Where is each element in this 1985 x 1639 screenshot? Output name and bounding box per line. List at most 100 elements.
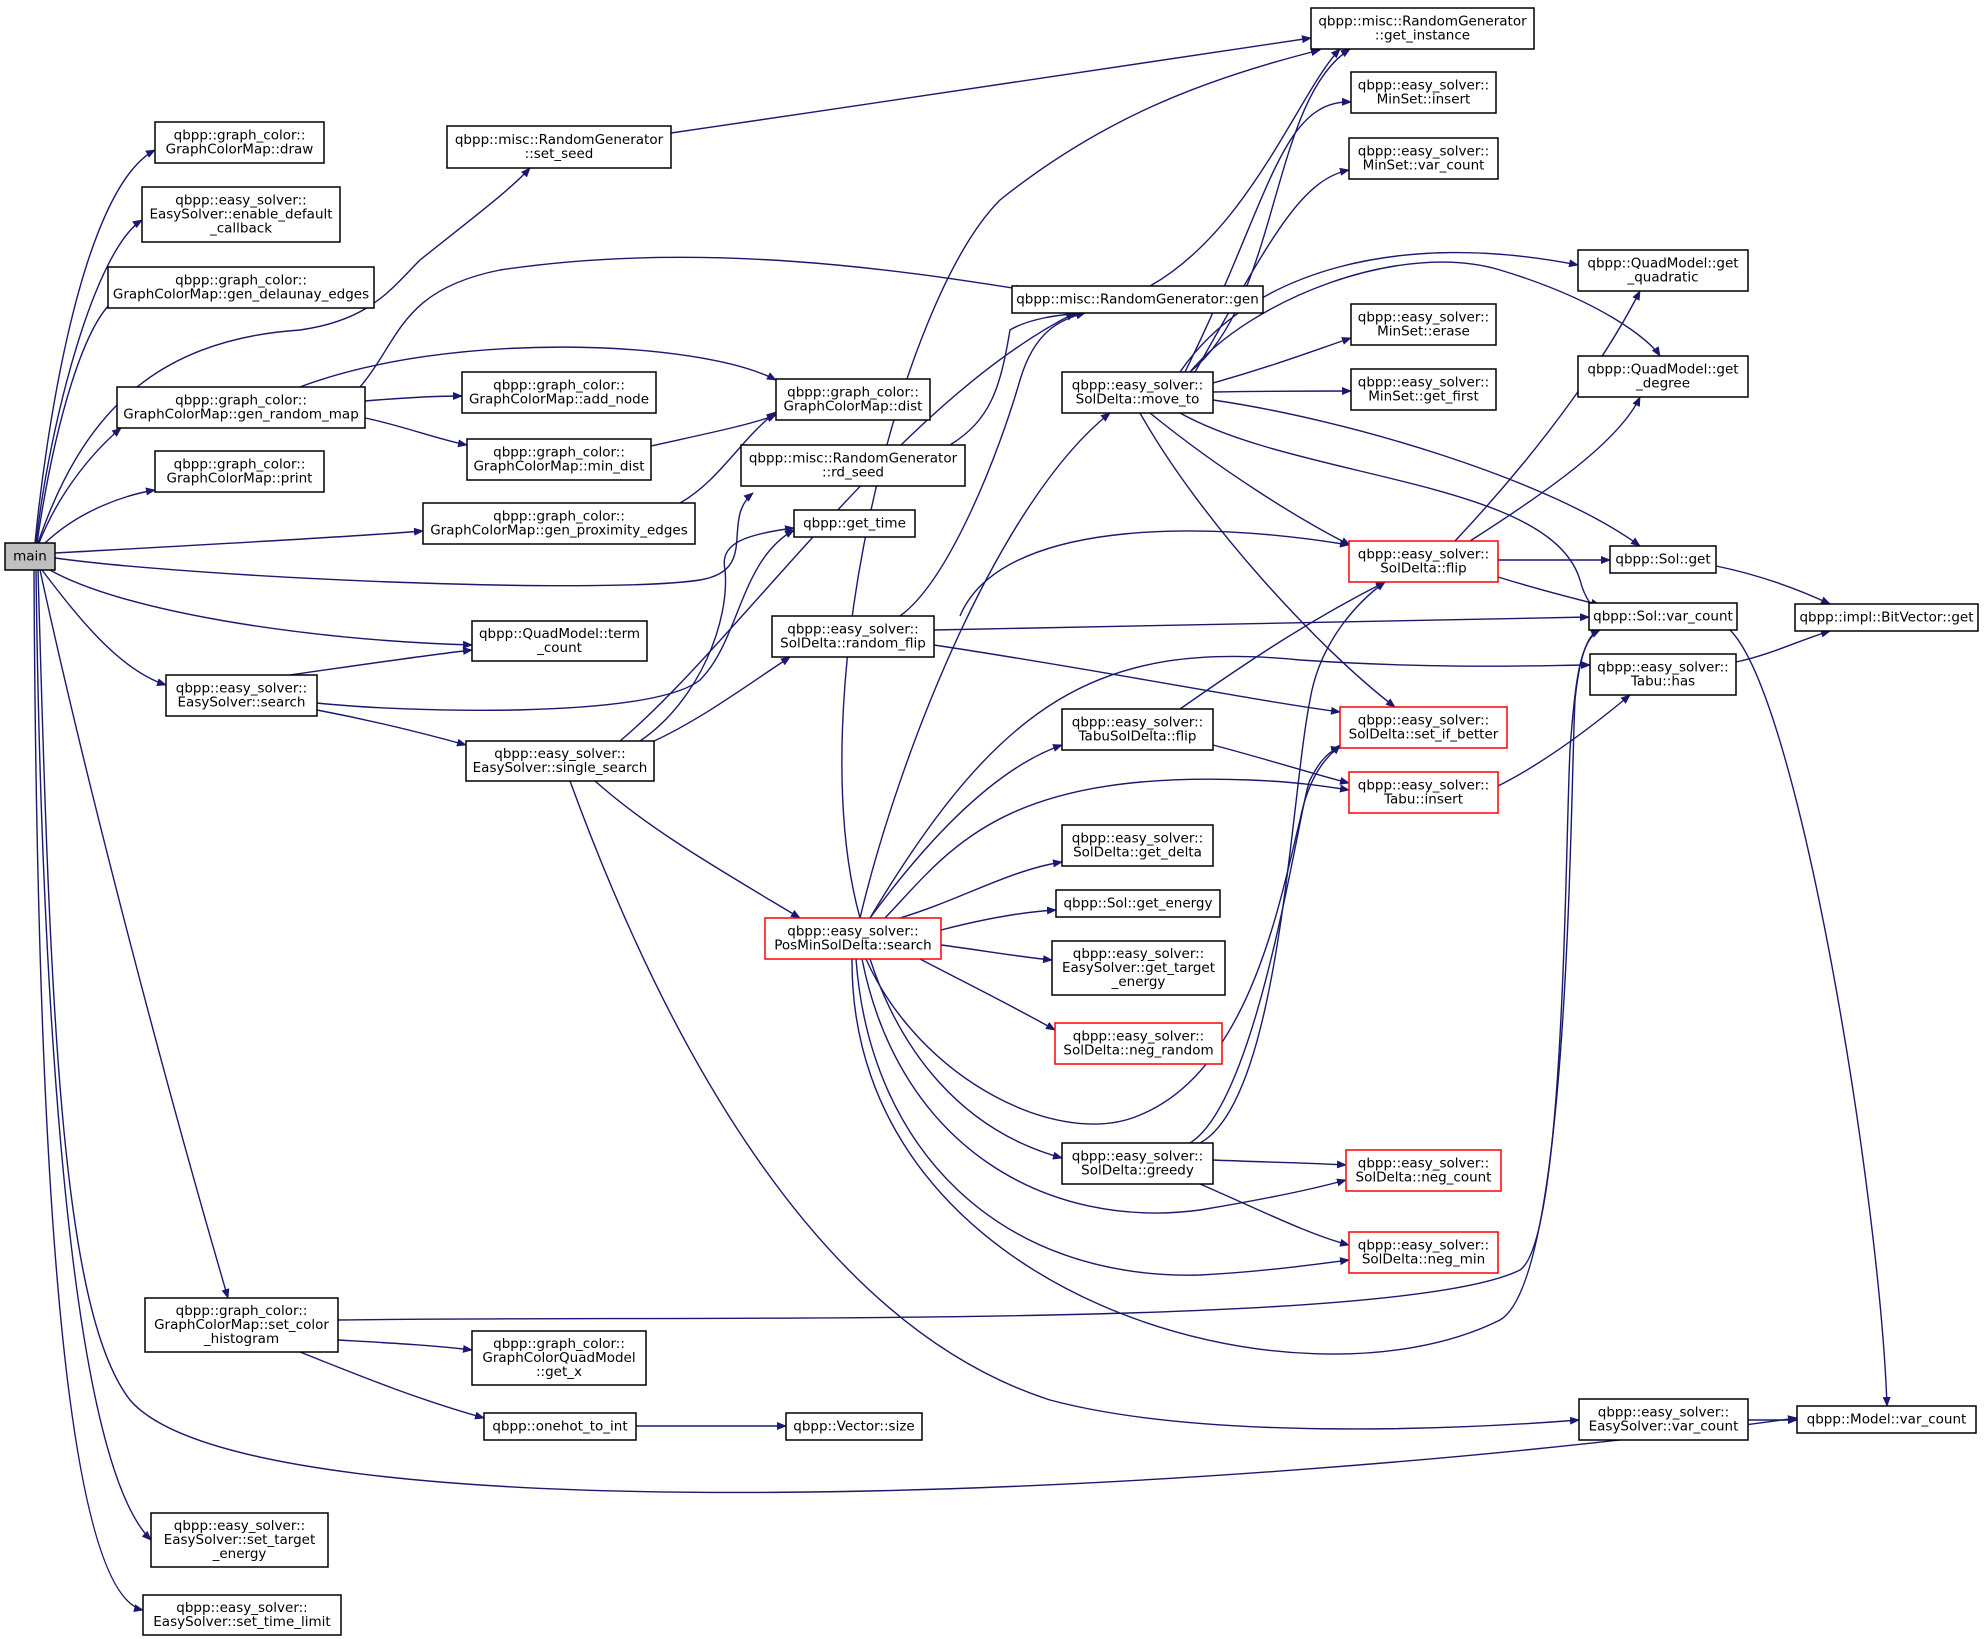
node-rg-gen[interactable]: qbpp::misc::RandomGenerator::gen bbox=[1011, 285, 1264, 314]
node-model-varcount[interactable]: qbpp::Model::var_count bbox=[1796, 1405, 1977, 1434]
edge-set_hist-to-get_x bbox=[337, 1339, 473, 1353]
node-tabu-has[interactable]: qbpp::easy_solver::Tabu::has bbox=[1589, 653, 1737, 696]
node-gen-random-map[interactable]: qbpp::graph_color::GraphColorMap::gen_ra… bbox=[116, 386, 366, 429]
node-set-target[interactable]: qbpp::easy_solver::EasySolver::set_targe… bbox=[150, 1512, 329, 1568]
node-box bbox=[1796, 1405, 1977, 1434]
node-es-search[interactable]: qbpp::easy_solver::EasySolver::search bbox=[165, 674, 318, 717]
node-label-line: qbpp::QuadModel::get bbox=[1587, 362, 1738, 378]
node-get-energy[interactable]: qbpp::Sol::get_energy bbox=[1055, 889, 1221, 918]
node-single-search[interactable]: qbpp::easy_solver::EasySolver::single_se… bbox=[465, 740, 655, 782]
node-sol-get[interactable]: qbpp::Sol::get bbox=[1609, 545, 1717, 574]
node-label-line: qbpp::misc::RandomGenerator bbox=[1318, 14, 1527, 30]
edge-posmin-to-tabu_insert bbox=[884, 778, 1350, 919]
node-box bbox=[1061, 824, 1214, 867]
node-label-line: TabuSolDelta::flip bbox=[1078, 729, 1197, 745]
node-label-line: GraphColorMap::draw bbox=[166, 142, 314, 158]
node-label-line: _histogram bbox=[203, 1331, 279, 1347]
node-neg-random[interactable]: qbpp::easy_solver::SolDelta::neg_random bbox=[1054, 1022, 1223, 1065]
edge-greedy-to-sd_flip bbox=[1199, 581, 1386, 1144]
node-box bbox=[793, 509, 916, 538]
edge-min_dist-to-dist bbox=[650, 414, 777, 447]
edge-main-to-set_hist bbox=[39, 569, 230, 1299]
node-box bbox=[1011, 285, 1264, 314]
node-label-line: qbpp::easy_solver:: bbox=[1358, 310, 1489, 326]
node-box bbox=[116, 386, 366, 429]
node-box bbox=[1310, 7, 1535, 50]
node-label-line: qbpp::easy_solver:: bbox=[1598, 1405, 1729, 1421]
node-min-dist[interactable]: qbpp::graph_color::GraphColorMap::min_di… bbox=[466, 438, 652, 481]
node-neg-count[interactable]: qbpp::easy_solver::SolDelta::neg_count bbox=[1345, 1149, 1502, 1192]
node-label-line: ::set_seed bbox=[525, 146, 594, 162]
node-box bbox=[466, 438, 652, 481]
node-get-instance[interactable]: qbpp::misc::RandomGenerator::get_instanc… bbox=[1310, 7, 1535, 50]
node-label-line: qbpp::graph_color:: bbox=[175, 393, 307, 409]
node-get-delta[interactable]: qbpp::easy_solver::SolDelta::get_delta bbox=[1061, 824, 1214, 867]
node-minset-varcount[interactable]: qbpp::easy_solver::MinSet::var_count bbox=[1348, 137, 1499, 180]
edge-main-to-set_time bbox=[33, 569, 144, 1612]
node-sol-varcount[interactable]: qbpp::Sol::var_count bbox=[1588, 602, 1738, 631]
node-label-line: GraphColorMap::gen_delaunay_edges bbox=[113, 287, 369, 303]
node-add-node[interactable]: qbpp::graph_color::GraphColorMap::add_no… bbox=[461, 371, 657, 414]
edge-sd_flip-to-get_quadratic bbox=[1454, 290, 1641, 542]
node-label-line: qbpp::Vector::size bbox=[793, 1419, 914, 1435]
node-tabu-insert[interactable]: qbpp::easy_solver::Tabu::insert bbox=[1348, 771, 1499, 814]
node-greedy[interactable]: qbpp::easy_solver::SolDelta::greedy bbox=[1061, 1142, 1214, 1185]
node-minset-insert[interactable]: qbpp::easy_solver::MinSet::insert bbox=[1350, 71, 1497, 114]
node-get-quadratic[interactable]: qbpp::QuadModel::get_quadratic bbox=[1577, 249, 1749, 292]
node-label-line: EasySolver::single_search bbox=[473, 760, 648, 776]
node-set-if-better[interactable]: qbpp::easy_solver::SolDelta::set_if_bett… bbox=[1339, 706, 1508, 749]
node-term-count[interactable]: qbpp::QuadModel::term_count bbox=[471, 620, 648, 662]
node-set-hist[interactable]: qbpp::graph_color::GraphColorMap::set_co… bbox=[144, 1297, 339, 1353]
edge-posmin-to-get_energy bbox=[940, 906, 1057, 931]
node-minset-erase[interactable]: qbpp::easy_solver::MinSet::erase bbox=[1350, 303, 1497, 346]
node-move-to[interactable]: qbpp::easy_solver::SolDelta::move_to bbox=[1061, 371, 1214, 414]
node-rd-seed[interactable]: qbpp::misc::RandomGenerator::rd_seed bbox=[740, 444, 966, 487]
node-prox[interactable]: qbpp::graph_color::GraphColorMap::gen_pr… bbox=[422, 502, 696, 545]
node-get-time[interactable]: qbpp::get_time bbox=[793, 509, 916, 538]
node-sd-flip[interactable]: qbpp::easy_solver::SolDelta::flip bbox=[1348, 540, 1499, 583]
node-label-line: GraphColorMap::print bbox=[167, 471, 313, 487]
node-main[interactable]: main bbox=[4, 542, 56, 571]
node-box bbox=[1345, 1149, 1502, 1192]
edge-move_to-to-sd_flip bbox=[1149, 412, 1351, 546]
node-get-x[interactable]: qbpp::graph_color::GraphColorQuadModel::… bbox=[471, 1330, 647, 1386]
node-set-seed[interactable]: qbpp::misc::RandomGenerator::set_seed bbox=[446, 125, 672, 169]
node-vec-size[interactable]: qbpp::Vector::size bbox=[785, 1412, 923, 1441]
node-box bbox=[1051, 940, 1226, 996]
node-draw[interactable]: qbpp::graph_color::GraphColorMap::draw bbox=[154, 121, 325, 164]
edge-move_to-to-get_degree bbox=[1189, 261, 1661, 373]
node-es-varcount[interactable]: qbpp::easy_solver::EasySolver::var_count bbox=[1578, 1398, 1749, 1441]
node-label-line: qbpp::easy_solver:: bbox=[1358, 778, 1489, 794]
node-dist[interactable]: qbpp::graph_color::GraphColorMap::dist bbox=[775, 378, 931, 421]
edge-move_to-to-sol_get bbox=[1212, 399, 1641, 547]
node-get-target[interactable]: qbpp::easy_solver::EasySolver::get_targe… bbox=[1051, 940, 1226, 996]
edge-random_flip-to-sol_varcount bbox=[933, 613, 1590, 631]
node-label-line: qbpp::graph_color:: bbox=[493, 1336, 625, 1352]
node-neg-min[interactable]: qbpp::easy_solver::SolDelta::neg_min bbox=[1348, 1231, 1499, 1274]
node-random-flip[interactable]: qbpp::easy_solver::SolDelta::random_flip bbox=[771, 615, 935, 658]
edge-main-to-print bbox=[44, 487, 156, 544]
node-label-line: ::get_instance bbox=[1375, 28, 1470, 44]
edge-greedy-to-set_if_better bbox=[1189, 745, 1341, 1144]
node-set-time[interactable]: qbpp::easy_solver::EasySolver::set_time_… bbox=[142, 1594, 342, 1636]
edge-gen_random_map-to-add_node bbox=[364, 392, 463, 402]
node-get-degree[interactable]: qbpp::QuadModel::get_degree bbox=[1577, 355, 1749, 398]
node-minset-first[interactable]: qbpp::easy_solver::MinSet::get_first bbox=[1350, 368, 1497, 411]
node-enable-cb[interactable]: qbpp::easy_solver::EasySolver::enable_de… bbox=[141, 186, 341, 243]
node-delaunay[interactable]: qbpp::graph_color::GraphColorMap::gen_de… bbox=[107, 266, 375, 309]
node-onehot[interactable]: qbpp::onehot_to_int bbox=[483, 1412, 637, 1441]
node-box bbox=[1061, 371, 1214, 414]
node-tabusd-flip[interactable]: qbpp::easy_solver::TabuSolDelta::flip bbox=[1061, 708, 1214, 751]
node-label-line: qbpp::graph_color:: bbox=[787, 385, 919, 401]
node-bitvector-get[interactable]: qbpp::impl::BitVector::get bbox=[1794, 603, 1979, 632]
node-label-line: SolDelta::greedy bbox=[1081, 1163, 1194, 1179]
node-box bbox=[154, 121, 325, 164]
node-print[interactable]: qbpp::graph_color::GraphColorMap::print bbox=[154, 450, 325, 493]
node-label-line: SolDelta::set_if_better bbox=[1349, 727, 1499, 743]
node-box bbox=[1350, 303, 1497, 346]
node-label-line: qbpp::easy_solver:: bbox=[1358, 375, 1489, 391]
node-box bbox=[465, 740, 655, 782]
node-label-line: qbpp::graph_color:: bbox=[174, 457, 306, 473]
node-posmin[interactable]: qbpp::easy_solver::PosMinSolDelta::searc… bbox=[764, 917, 942, 960]
